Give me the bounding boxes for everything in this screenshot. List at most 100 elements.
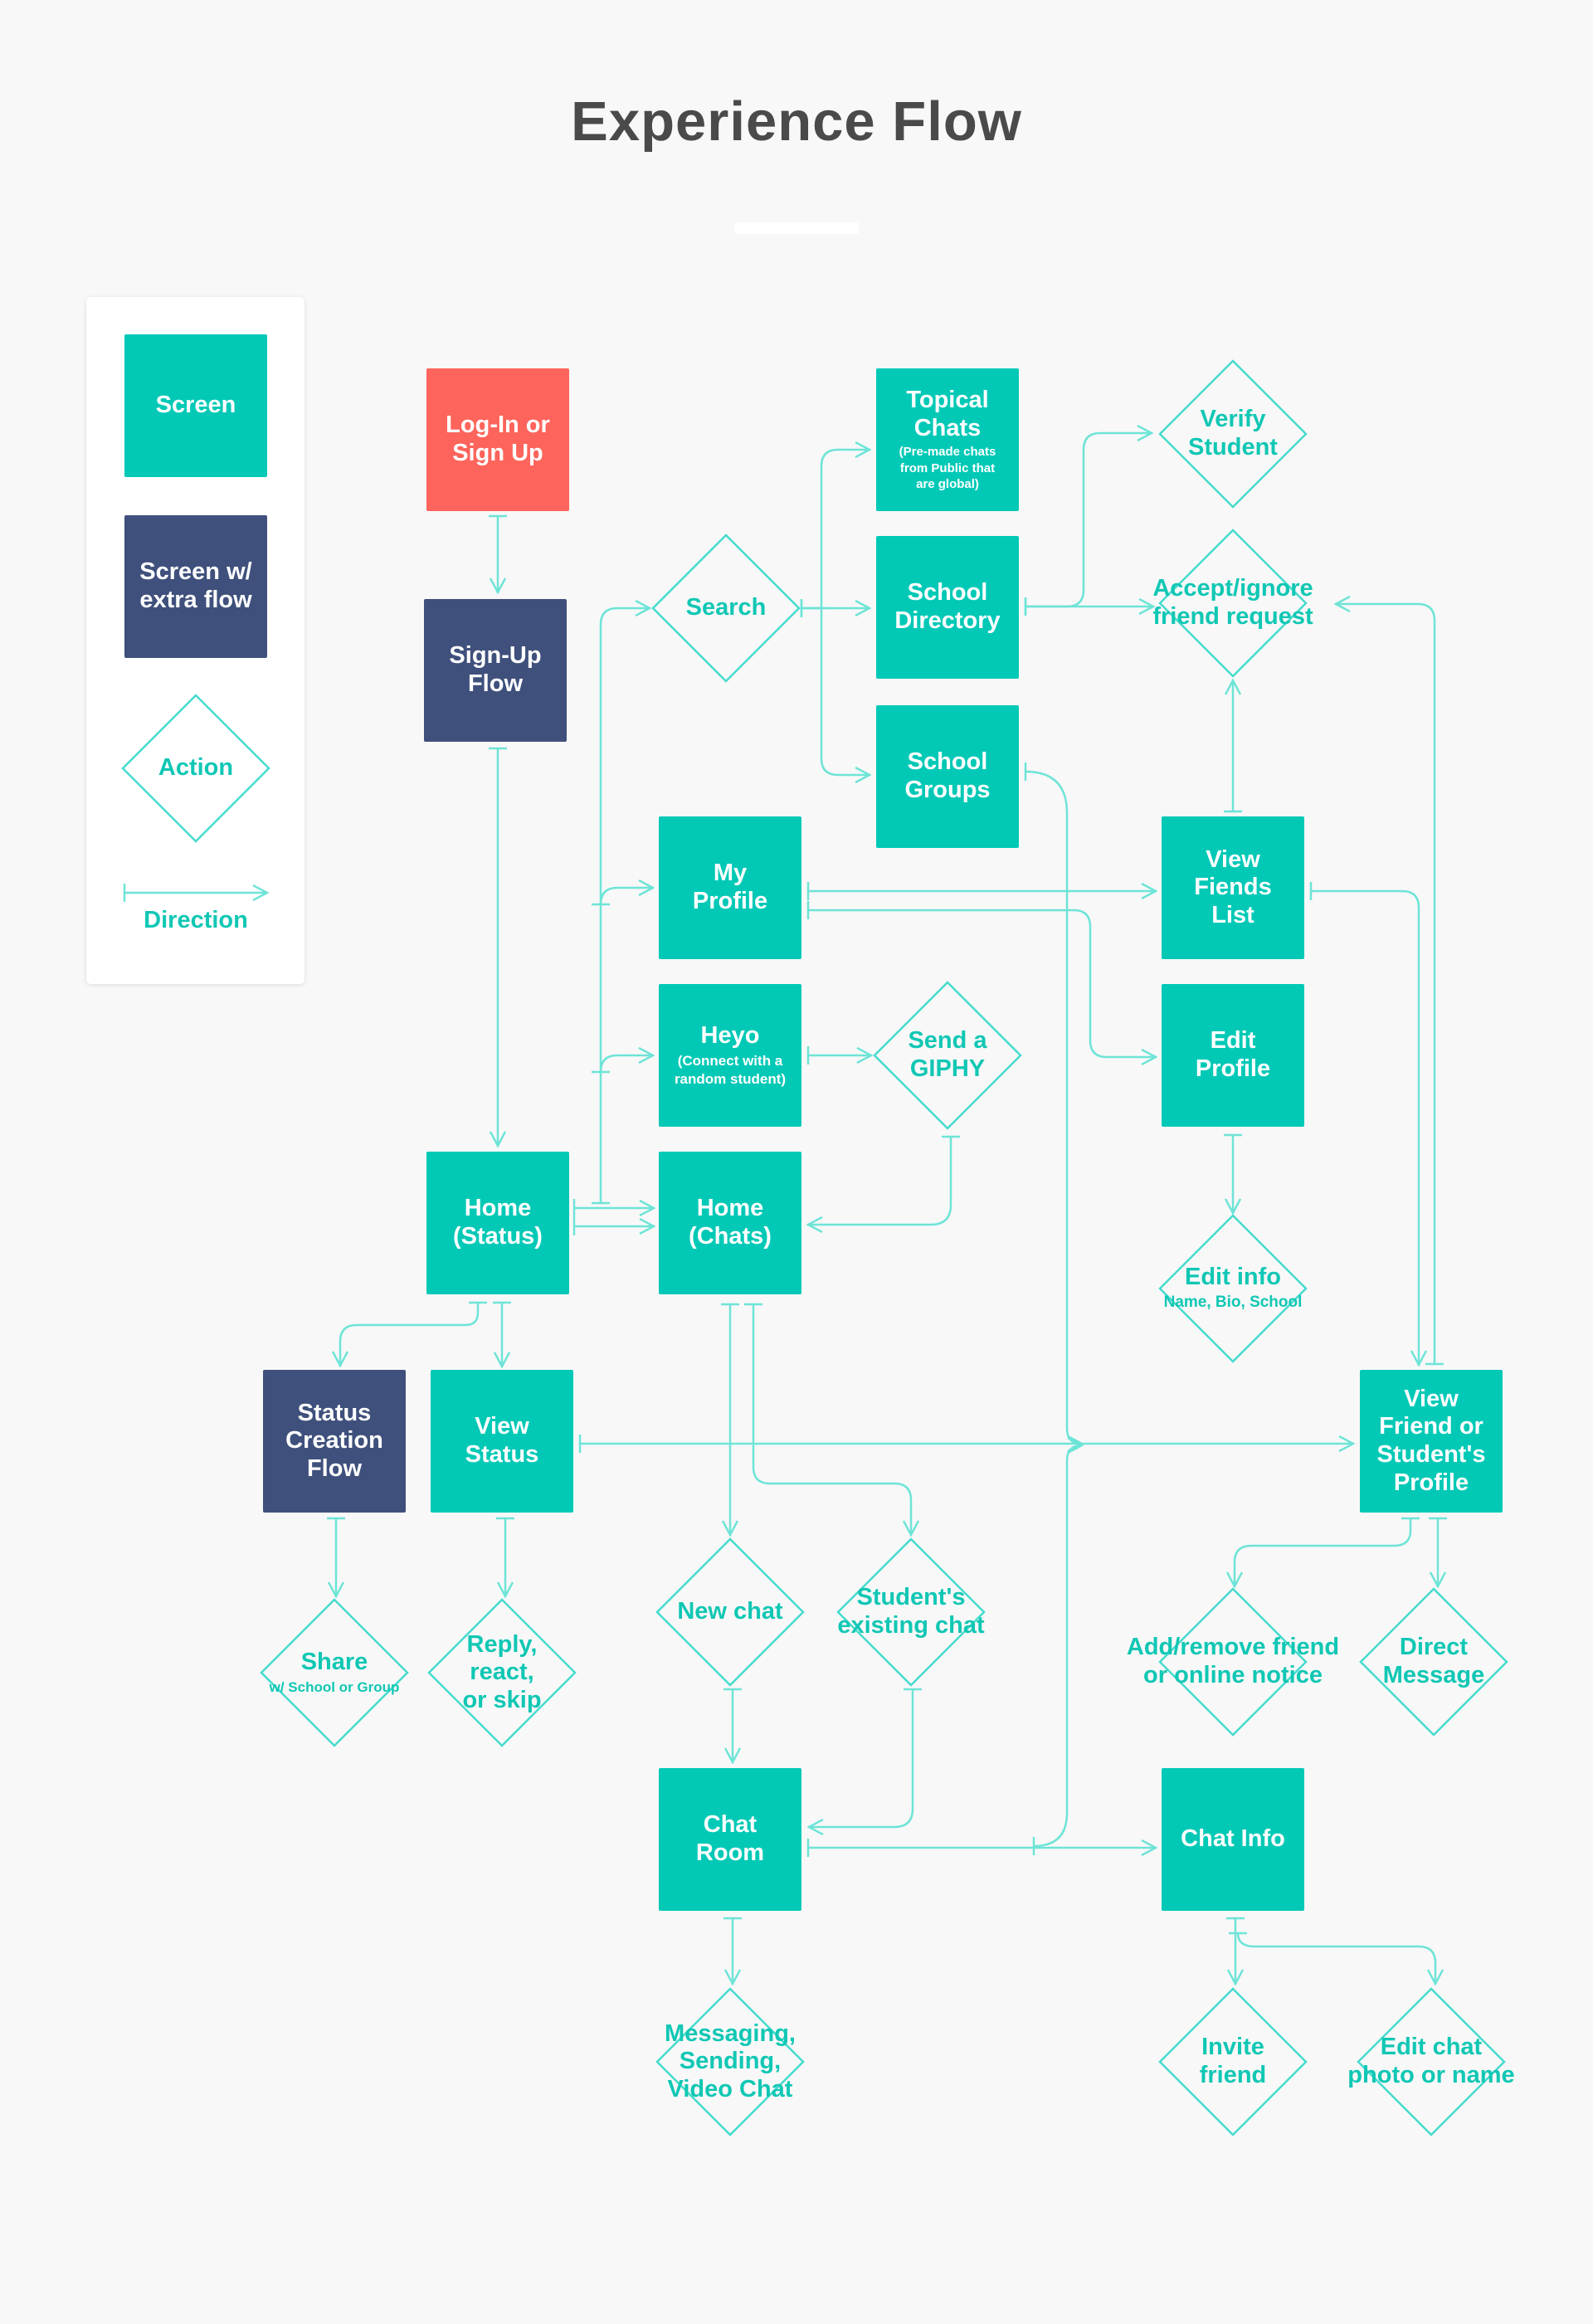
- my-profile-screen[interactable]: [659, 816, 801, 959]
- accept-title: Accept/ignore friend request: [1152, 575, 1313, 630]
- node-label-existing-chat: Student's existing chat: [803, 1546, 1019, 1678]
- chat-info-title: Chat Info: [1181, 1825, 1285, 1853]
- node-label-giphy: Send a GIPHY: [848, 989, 1047, 1122]
- node-label-new-chat: New chat: [631, 1546, 830, 1678]
- search-action[interactable]: [651, 533, 801, 683]
- heyo-subtitle: (Connect with a random student): [674, 1052, 787, 1087]
- chat-info-screen[interactable]: [1162, 1768, 1304, 1911]
- view-status-title: View Status: [465, 1413, 539, 1468]
- node-label-home-status: Home (Status): [426, 1152, 569, 1294]
- edit-profile-title: Edit Profile: [1195, 1027, 1271, 1082]
- share-subtitle: w/ School or Group: [269, 1678, 400, 1695]
- legend-direction-label: Direction: [144, 907, 248, 934]
- my-profile-title: My Profile: [692, 860, 768, 914]
- page-title: Experience Flow: [571, 90, 1022, 153]
- accept-action[interactable]: [1158, 529, 1308, 678]
- node-label-status-creation: Status Creation Flow: [263, 1370, 406, 1513]
- node-label-heyo: Heyo(Connect with a random student): [659, 984, 801, 1127]
- connector-home-chats-to-existing-chat: [753, 1303, 911, 1535]
- edit-chat-title: Edit chat photo or name: [1347, 2034, 1515, 2088]
- connector-home-status-to-heyo: [601, 1055, 653, 1072]
- node-label-view-friend: View Friend or Student's Profile: [1360, 1370, 1503, 1513]
- share-action[interactable]: [260, 1598, 409, 1747]
- share-title: Share: [300, 1649, 368, 1676]
- node-label-chat-room: Chat Room: [659, 1768, 801, 1911]
- node-label-messaging: Messaging, Sending, Video Chat: [631, 1995, 830, 2128]
- existing-chat-action[interactable]: [836, 1537, 986, 1687]
- status-creation-title: Status Creation Flow: [285, 1399, 383, 1482]
- node-label-accept: Accept/ignore friend request: [1133, 537, 1332, 670]
- edit-info-action[interactable]: [1158, 1214, 1308, 1363]
- legend-action-swatch: [121, 694, 270, 843]
- directory-screen[interactable]: [876, 536, 1019, 679]
- legend-screen-extra-label: Screen w/ extra flow: [139, 558, 252, 613]
- node-label-signup: Sign-Up Flow: [424, 599, 567, 742]
- home-status-screen[interactable]: [426, 1152, 569, 1294]
- friends-list-screen[interactable]: [1162, 816, 1304, 959]
- chat-room-screen[interactable]: [659, 1768, 801, 1911]
- connector-home-status-to-status-creation: [340, 1301, 478, 1366]
- messaging-action[interactable]: [655, 1987, 805, 2136]
- node-label-search: Search: [626, 542, 826, 675]
- directory-title: School Directory: [894, 579, 1001, 634]
- topical-title: Topical Chats: [906, 387, 989, 441]
- reply-action[interactable]: [427, 1598, 577, 1747]
- direct-message-action[interactable]: [1359, 1587, 1508, 1737]
- status-creation-screen[interactable]: [263, 1370, 406, 1513]
- heyo-title: Heyo: [700, 1022, 760, 1050]
- reply-title: Reply, react, or skip: [462, 1630, 542, 1713]
- legend-screen-label: Screen: [155, 392, 236, 419]
- edit-info-subtitle: Name, Bio, School: [1163, 1294, 1303, 1312]
- node-label-chat-info: Chat Info: [1162, 1768, 1304, 1911]
- direct-message-title: Direct Message: [1382, 1634, 1485, 1688]
- topical-screen[interactable]: [876, 368, 1019, 511]
- connector-search-to-topical: [800, 450, 870, 608]
- connector-chat-info-to-edit-chat: [1238, 1933, 1435, 1984]
- new-chat-action[interactable]: [655, 1537, 805, 1687]
- node-label-direct-message: Direct Message: [1334, 1596, 1533, 1728]
- node-label-edit-profile: Edit Profile: [1162, 984, 1304, 1127]
- node-label-groups: School Groups: [876, 705, 1019, 848]
- node-label-home-chats: Home (Chats): [659, 1152, 801, 1294]
- connector-home-status-to-my-profile: [601, 888, 653, 904]
- connector-search-to-groups: [821, 607, 870, 775]
- topical-subtitle: (Pre-made chats from Public that are glo…: [899, 445, 996, 492]
- node-label-my-profile: My Profile: [659, 816, 801, 959]
- signup-screen[interactable]: [424, 599, 567, 742]
- friends-list-title: View Fiends List: [1194, 845, 1272, 928]
- connector-chat-room-to-view-friend: [1034, 1445, 1082, 1846]
- title-underline: [734, 222, 859, 234]
- add-remove-title: Add/remove friend or online notice: [1126, 1634, 1340, 1688]
- add-remove-action[interactable]: [1158, 1587, 1308, 1737]
- view-friend-screen[interactable]: [1360, 1370, 1503, 1513]
- connector-view-friend-to-add-remove: [1235, 1517, 1410, 1586]
- giphy-action[interactable]: [873, 981, 1022, 1130]
- home-chats-screen[interactable]: [659, 1152, 801, 1294]
- connector-friends-list-to-view-friend: [1309, 891, 1419, 1365]
- login-screen[interactable]: [426, 368, 569, 511]
- signup-title: Sign-Up Flow: [449, 642, 542, 697]
- verify-action[interactable]: [1158, 359, 1308, 509]
- connector-view-friend-to-accept: [1336, 604, 1435, 1366]
- verify-title: Verify Student: [1188, 406, 1278, 460]
- heyo-screen[interactable]: [659, 984, 801, 1127]
- connector-giphy-to-home-chats: [808, 1135, 951, 1225]
- invite-action[interactable]: [1158, 1987, 1308, 2136]
- node-label-invite: Invite friend: [1133, 1995, 1332, 2128]
- view-friend-title: View Friend or Student's Profile: [1376, 1385, 1486, 1496]
- login-title: Log-In or Sign Up: [446, 412, 550, 466]
- chat-room-title: Chat Room: [695, 1811, 765, 1866]
- view-status-screen[interactable]: [431, 1370, 573, 1513]
- edit-chat-action[interactable]: [1357, 1987, 1506, 2136]
- edit-profile-screen[interactable]: [1162, 984, 1304, 1127]
- node-label-edit-chat: Edit chat photo or name: [1323, 1995, 1539, 2128]
- giphy-title: Send a GIPHY: [908, 1027, 987, 1082]
- node-label-topical: Topical Chats(Pre-made chats from Public…: [876, 368, 1019, 511]
- groups-screen[interactable]: [876, 705, 1019, 848]
- node-label-share: Share w/ School or Group: [235, 1606, 434, 1739]
- invite-title: Invite friend: [1199, 2034, 1267, 2088]
- groups-title: School Groups: [904, 748, 991, 803]
- node-label-verify: Verify Student: [1133, 368, 1332, 500]
- node-label-reply: Reply, react, or skip: [402, 1606, 602, 1739]
